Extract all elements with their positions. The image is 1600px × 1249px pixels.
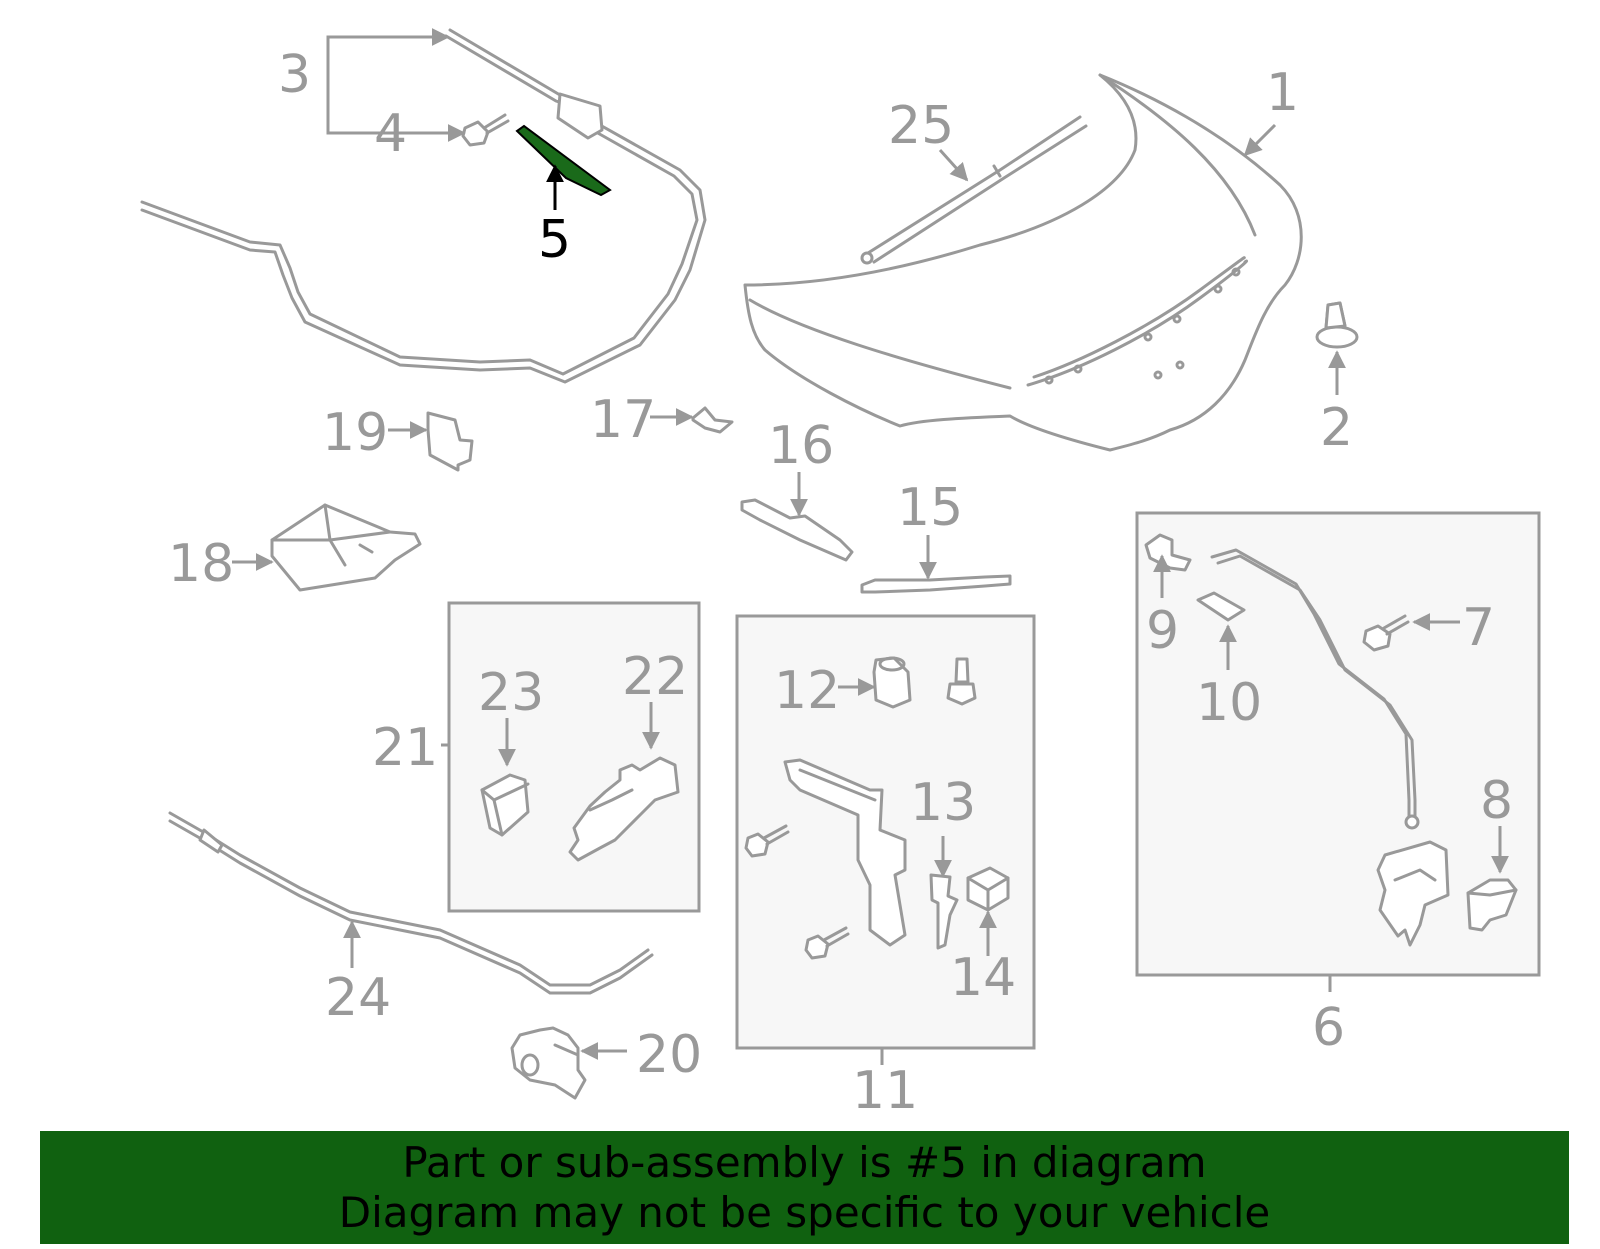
leader-lines [232, 28, 1509, 1065]
part-5-highlighted [515, 124, 612, 197]
label-1: 1 [1266, 63, 1299, 123]
part-18-bracket [270, 503, 422, 592]
part-12-nut [872, 656, 912, 709]
part-14-block [966, 866, 1010, 912]
label-2: 2 [1320, 398, 1353, 458]
label-19: 19 [322, 403, 388, 463]
part-24-cable [168, 811, 654, 995]
part-25-strut [860, 115, 1088, 265]
part-10-pad [1196, 591, 1246, 622]
box11-bolt-left [744, 824, 790, 858]
label-6: 6 [1312, 998, 1345, 1058]
part-20-actuator [510, 1026, 587, 1100]
part-8-block [1466, 878, 1518, 932]
label-10: 10 [1196, 673, 1262, 733]
part-4-bolt [461, 113, 510, 147]
label-8: 8 [1480, 771, 1513, 831]
label-17: 17 [590, 390, 656, 450]
part-3-seal [140, 28, 707, 384]
box-21 [447, 601, 701, 913]
label-4: 4 [374, 104, 407, 164]
box11-bolt-bottom [804, 926, 850, 960]
part-15-rod [860, 574, 1012, 594]
label-13: 13 [910, 773, 976, 833]
banner-line-1: Part or sub-assembly is #5 in diagram [402, 1137, 1207, 1187]
label-3: 3 [278, 45, 311, 105]
label-20: 20 [636, 1025, 702, 1085]
part-1-trunk-lid [743, 73, 1303, 452]
part-23-sensor [480, 773, 530, 837]
label-12: 12 [774, 661, 840, 721]
label-24: 24 [325, 968, 391, 1028]
part-11-bracket [783, 758, 907, 947]
label-18: 18 [168, 534, 234, 594]
label-21: 21 [372, 718, 438, 778]
part-16-strip [740, 498, 854, 562]
label-16: 16 [768, 416, 834, 476]
box11-bolt-top [946, 657, 977, 706]
part-22-latch [568, 756, 680, 862]
label-5: 5 [538, 210, 571, 270]
part-19-plate [426, 411, 474, 472]
part-13-plate [929, 873, 959, 950]
banner-line-2: Diagram may not be specific to your vehi… [338, 1187, 1271, 1237]
part-17-clip [691, 406, 734, 434]
info-banner: Part or sub-assembly is #5 in diagram Di… [40, 1131, 1569, 1244]
part-6-latch [1376, 840, 1450, 947]
part-7-bolt [1362, 614, 1410, 652]
label-14: 14 [950, 948, 1016, 1008]
label-7: 7 [1462, 598, 1495, 658]
label-25: 25 [888, 96, 954, 156]
label-22: 22 [622, 647, 688, 707]
part-6-cable [1210, 548, 1420, 830]
label-9: 9 [1146, 601, 1179, 661]
part-2-clip [1315, 301, 1359, 349]
label-23: 23 [478, 663, 544, 723]
label-11: 11 [852, 1061, 918, 1121]
callout-labels: 1 2 3 4 5 25 19 17 16 15 18 9 7 10 8 6 1… [168, 45, 1513, 1121]
label-15: 15 [897, 478, 963, 538]
